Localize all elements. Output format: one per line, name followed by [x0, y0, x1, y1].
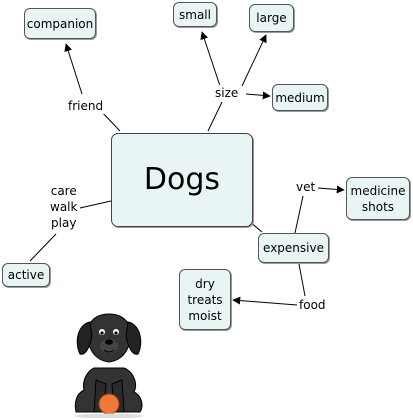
- node-food-types[interactable]: dry treats moist: [179, 269, 231, 330]
- node-companion[interactable]: companion: [24, 8, 96, 39]
- link-label-size: size: [213, 85, 241, 101]
- link-label-friend: friend: [66, 98, 106, 114]
- node-medium[interactable]: medium: [272, 84, 328, 111]
- link-label-activities: care walk play: [48, 183, 80, 231]
- node-active[interactable]: active: [2, 263, 50, 287]
- dog-illustration: [74, 313, 143, 418]
- link-label-food: food: [297, 297, 328, 313]
- node-large[interactable]: large: [249, 4, 294, 32]
- link-label-vet: vet: [294, 179, 318, 195]
- node-small[interactable]: small: [173, 2, 217, 27]
- node-medicine-shots[interactable]: medicine shots: [346, 177, 410, 220]
- node-expensive[interactable]: expensive: [258, 233, 329, 263]
- node-dogs[interactable]: Dogs: [111, 133, 253, 227]
